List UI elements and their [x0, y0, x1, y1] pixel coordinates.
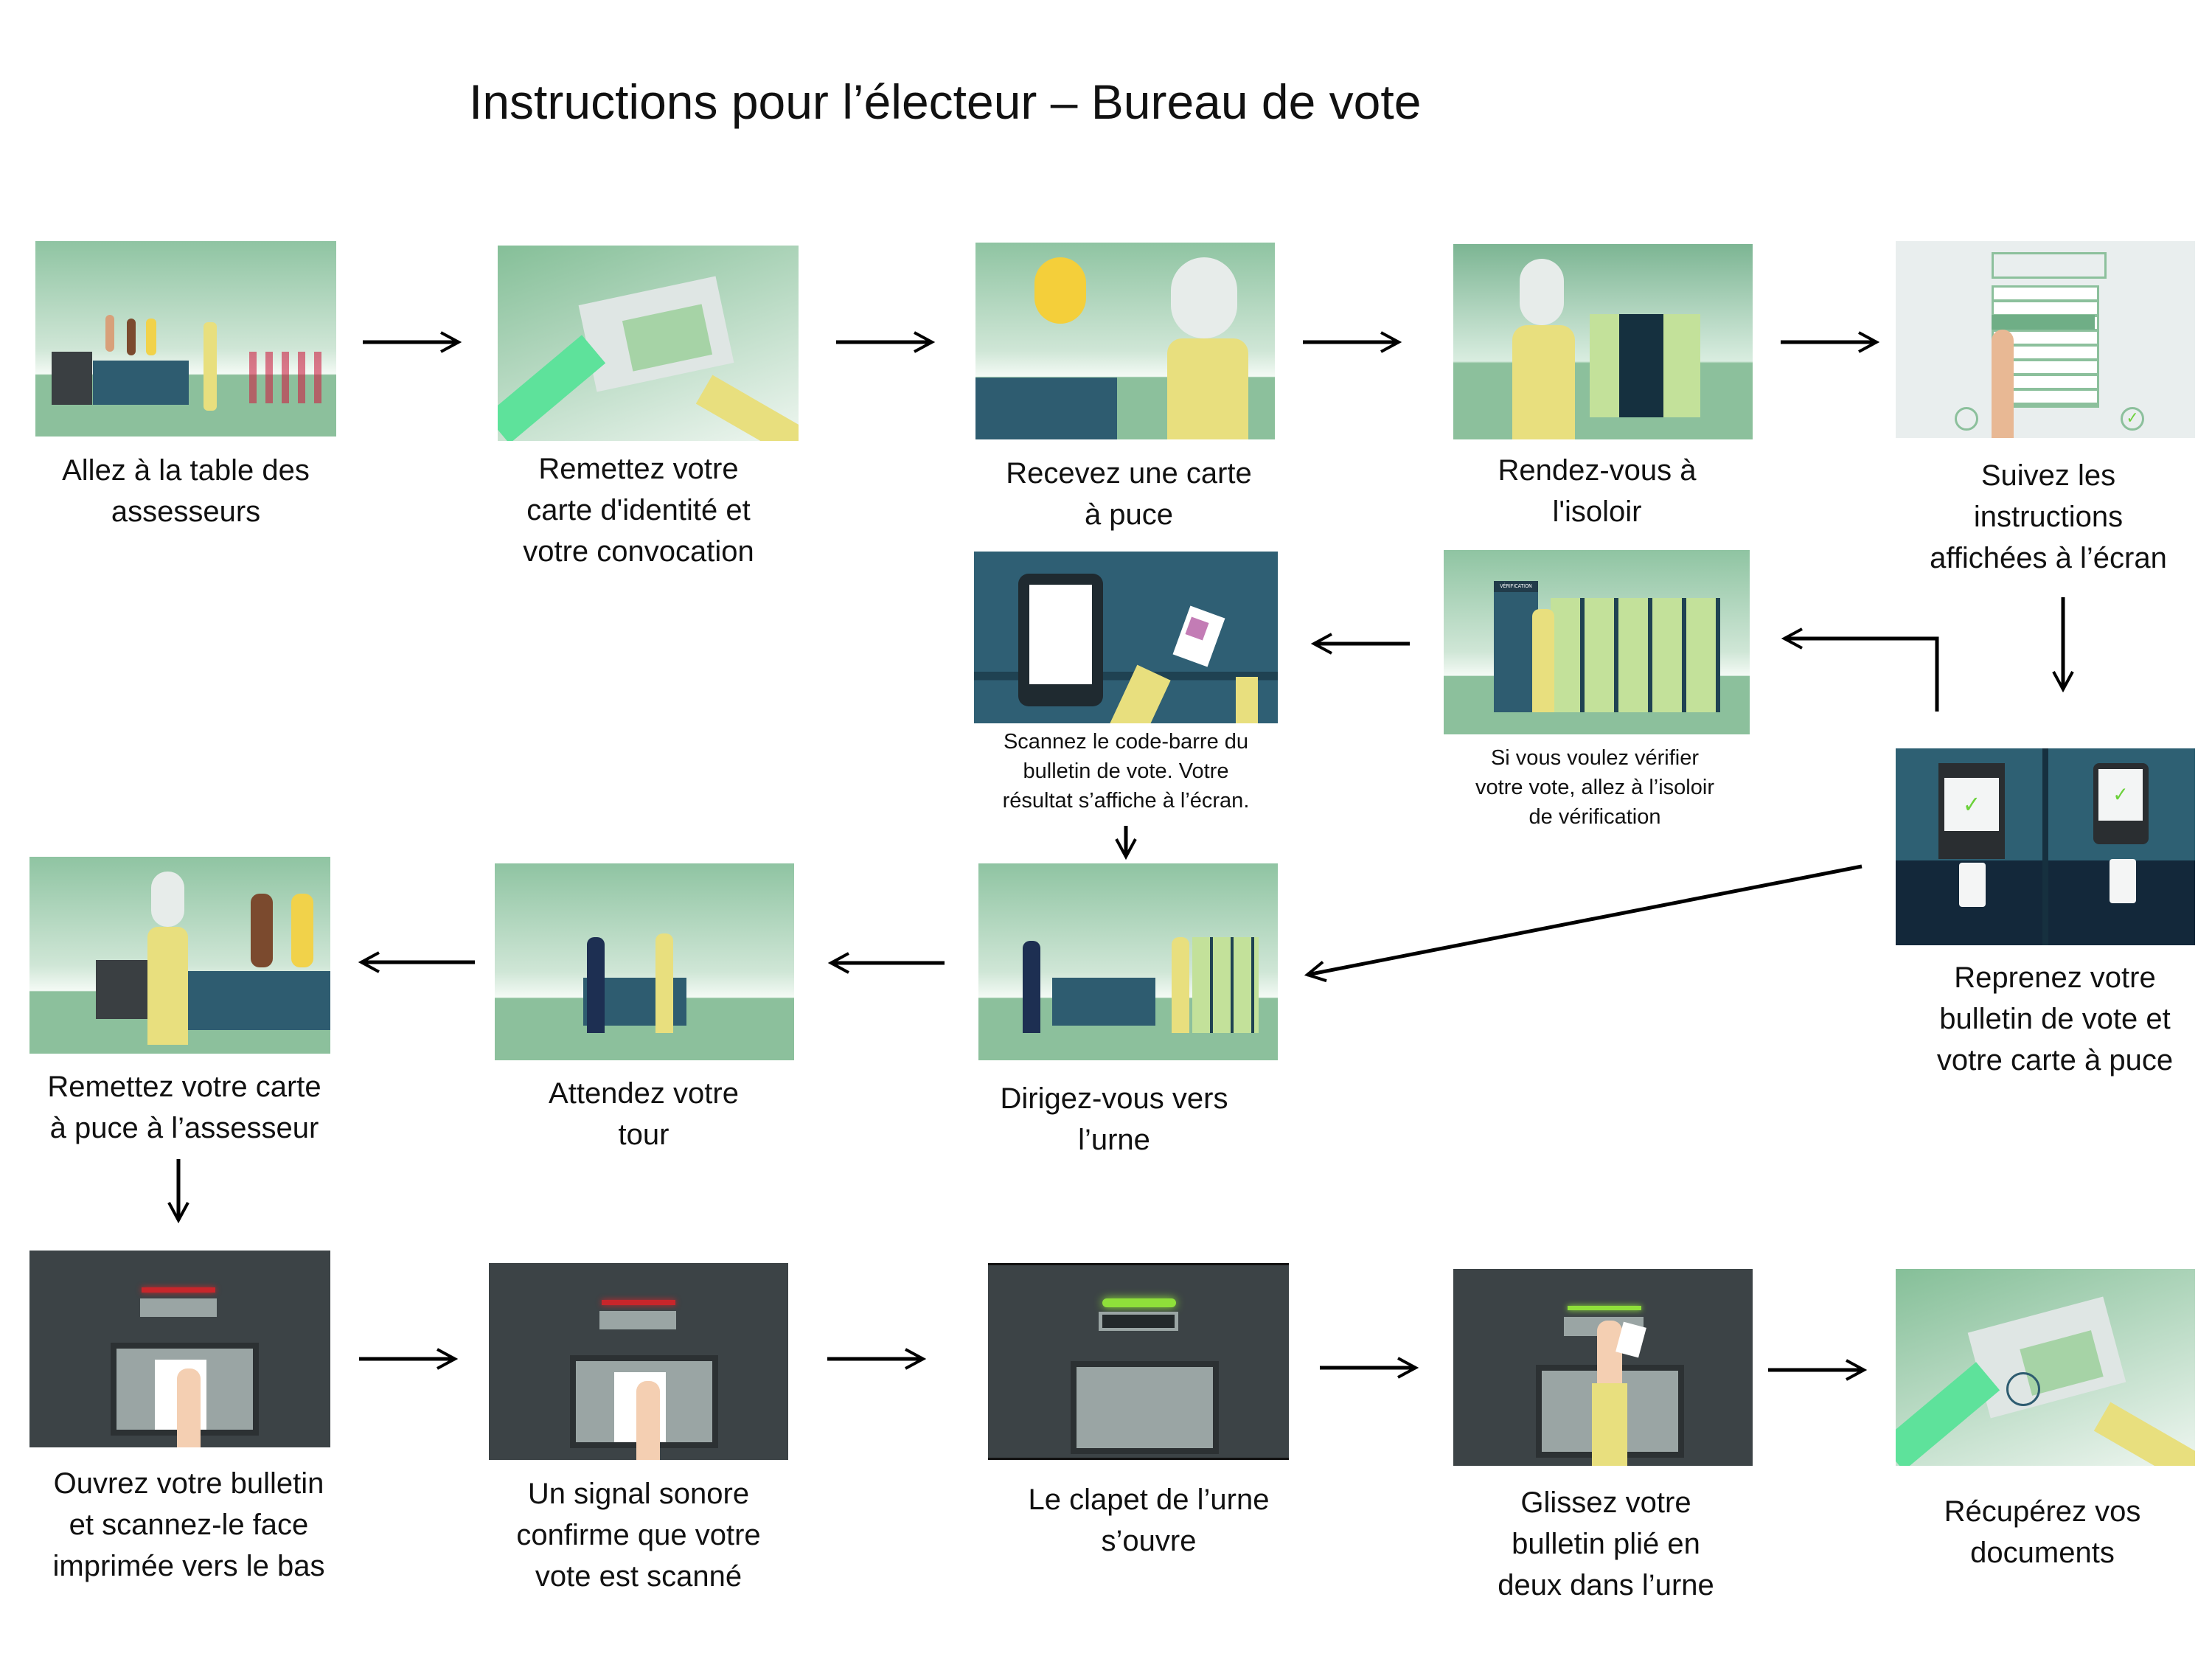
illustration-scanner-red [29, 1251, 330, 1447]
slot-open-icon [1102, 1315, 1175, 1328]
step-caption: Si vous voulez vérifier votre vote, alle… [1475, 746, 1714, 829]
arm-icon [1592, 1383, 1627, 1466]
queue-people-icon [249, 352, 330, 403]
hand-icon [177, 1368, 201, 1447]
step-caption: Reprenez votre bulletin de vote et votre… [1936, 961, 2174, 1077]
table-icon [93, 361, 189, 405]
step-caption: Ouvrez votre bulletin et scannez-le face… [52, 1467, 325, 1582]
red-led-icon [602, 1300, 675, 1305]
illustration-scanner-signal [489, 1263, 788, 1460]
voter-body-icon [147, 927, 188, 1045]
illustration-scanner-green [988, 1263, 1289, 1460]
tablet-screen-icon [1029, 585, 1092, 684]
illustration-touchscreen: ✓ [1896, 241, 2195, 438]
table-icon [177, 971, 330, 1030]
scan-window-icon [1071, 1361, 1219, 1454]
slot-icon [140, 1298, 217, 1317]
arm-icon [695, 375, 799, 441]
step-caption: Scannez le code-barre du bulletin de vot… [1002, 730, 1250, 813]
step-caption: Suivez les instructions affichées à l’éc… [1930, 459, 2167, 574]
voter-head-icon [1171, 257, 1237, 338]
arrow-diagonal [1307, 864, 1863, 975]
step-caption: Récupérez vos documents [1944, 1495, 2141, 1569]
voter-head-icon [151, 872, 184, 927]
step-caption: Remettez votre carte à puce à l’assesseu… [47, 1071, 321, 1144]
voter-icon [587, 937, 605, 1033]
screen-header-icon [1992, 252, 2107, 279]
assessor-icon [1034, 257, 1086, 324]
illustration-waiting [495, 863, 794, 1060]
check-icon: ✓ [2121, 407, 2144, 431]
illustration-barcode-scan [974, 552, 1278, 723]
assessor-icon [251, 894, 273, 967]
illustration-insert-ballot [1453, 1269, 1753, 1466]
voter-icon [1172, 937, 1189, 1033]
step-caption: Rendez-vous à l'isoloir [1498, 454, 1697, 528]
illustration-to-ballot-box [978, 863, 1278, 1060]
assessor-icon [291, 894, 313, 967]
step-caption: Remettez votre carte d'identité et votre… [523, 453, 754, 568]
step-caption: Dirigez-vous vers l’urne [1000, 1082, 1228, 1156]
step-caption: Un signal sonore confirme que votre vote… [516, 1478, 761, 1593]
step-caption: Recevez une carte à puce [1006, 457, 1252, 531]
finger-icon [1992, 330, 2014, 438]
arm-icon [1236, 677, 1258, 723]
verification-booth-icon [1494, 591, 1538, 712]
arm-icon [1109, 664, 1171, 723]
stamp-icon [2006, 1372, 2040, 1406]
ballot-box-icon [96, 960, 155, 1019]
illustration-booth [1453, 244, 1753, 439]
arm-icon [2093, 1402, 2195, 1466]
smart-card-icon [1959, 863, 1986, 907]
step-caption: Glissez votre bulletin plié en deux dans… [1498, 1486, 1714, 1601]
page-title: Instructions pour l’électeur – Bureau de… [469, 74, 1422, 129]
arm-icon [498, 335, 606, 441]
illustration-receive-card [975, 243, 1275, 439]
smart-card-icon [2110, 859, 2136, 903]
table-icon [1052, 978, 1155, 1026]
illustration-return-card [29, 857, 330, 1054]
illustration-id-exchange [498, 246, 799, 441]
voter-icon [1532, 609, 1554, 712]
hand-icon [1597, 1321, 1622, 1387]
divider [2042, 748, 2048, 945]
voter-icon [204, 322, 217, 411]
step-caption: Attendez votre tour [549, 1077, 739, 1151]
voter-body-icon [1512, 325, 1575, 439]
slot-icon [599, 1311, 676, 1329]
check-icon: ✓ [2098, 769, 2143, 821]
illustration-return-documents [1896, 1269, 2195, 1466]
hand-icon [636, 1381, 660, 1460]
arm-icon [1896, 1362, 2000, 1466]
person-icon [105, 315, 114, 352]
booth-label: VÉRIFICATION [1494, 581, 1538, 592]
step-caption: Allez à la table des assesseurs [62, 454, 310, 528]
voter-head-icon [1520, 259, 1564, 325]
arrow-elbow-left [1784, 639, 1939, 712]
booth-opening-icon [1619, 314, 1663, 417]
illustration-verification-booth: VÉRIFICATION [1444, 550, 1750, 734]
green-led-icon [1102, 1298, 1176, 1307]
person-icon [127, 319, 136, 355]
desk-icon [975, 378, 1117, 439]
voter-body-icon [1167, 338, 1248, 439]
person-icon [146, 319, 156, 355]
selected-option-icon [1992, 315, 2095, 330]
red-led-icon [142, 1287, 215, 1293]
green-led-icon [1568, 1306, 1641, 1310]
ballot-box-icon [52, 352, 92, 405]
voter-icon [655, 933, 673, 1033]
voter-icon [1023, 941, 1040, 1033]
cancel-icon [1955, 407, 1978, 431]
check-icon: ✓ [1944, 778, 1999, 831]
booth-curtains-icon [1551, 598, 1720, 712]
illustration-machine-return: ✓ ✓ [1896, 748, 2195, 945]
illustration-assessors-table [35, 241, 336, 437]
step-caption: Le clapet de l’urne s’ouvre [1028, 1484, 1270, 1557]
booth-curtains-icon [1192, 937, 1259, 1033]
